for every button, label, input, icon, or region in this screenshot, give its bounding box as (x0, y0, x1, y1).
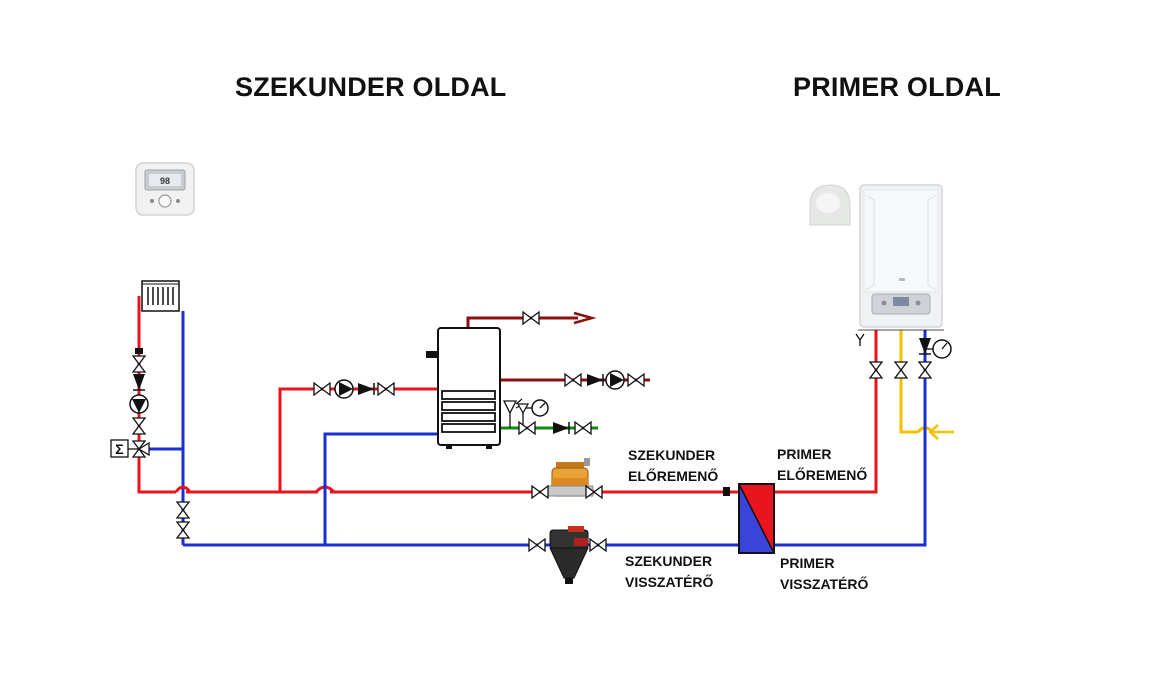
mixing-valve: Σ (110, 439, 150, 458)
radiator-valve-1[interactable] (132, 355, 146, 373)
bypass-valve-2[interactable] (176, 521, 190, 539)
primary-return-pipe (775, 330, 927, 547)
cold-water-check-valve (552, 421, 570, 435)
flow-isolation-valve-1[interactable] (531, 485, 549, 499)
dhw-tank (426, 327, 501, 449)
pressure-gauge-primary (925, 339, 952, 359)
tank-coil-return (323, 432, 438, 545)
secondary-return-label: SZEKUNDER VISSZATÉRŐ (625, 551, 713, 593)
return-isolation-valve-2[interactable] (589, 538, 607, 552)
plate-heat-exchanger (738, 483, 775, 554)
return-isolation-valve-1[interactable] (528, 538, 546, 552)
primary-return-valve[interactable] (918, 361, 932, 379)
primary-return-label-line1: PRIMER (780, 555, 835, 571)
primary-flow-label: PRIMER ELŐREMENŐ (777, 444, 867, 486)
tank-coil-valve-1[interactable] (313, 382, 331, 396)
dhw-outlet-pipe (466, 316, 578, 328)
gas-boiler (858, 184, 944, 331)
circulation-check-valve (586, 373, 604, 387)
radiator (141, 280, 180, 312)
flow-temperature-sensor (723, 487, 730, 496)
secondary-return-label-line1: SZEKUNDER (625, 553, 713, 569)
radiator-valve-2[interactable] (132, 417, 146, 435)
secondary-side-title: SZEKUNDER OLDAL (235, 72, 507, 102)
cold-water-valve-2[interactable] (574, 421, 592, 435)
primary-side-title: PRIMER OLDAL (793, 72, 1001, 102)
tank-coil-check-valve (357, 382, 375, 396)
gas-pipe (899, 330, 918, 434)
dhw-arrow (573, 311, 597, 325)
safety-valve (502, 398, 524, 428)
radiator-check-valve (132, 373, 146, 391)
bypass-valve-1[interactable] (176, 501, 190, 519)
tank-coil-flow (278, 387, 438, 492)
radiator-flow-pipe (137, 296, 176, 494)
primary-flow-pipe (775, 330, 878, 494)
circulation-valve-1[interactable] (564, 373, 582, 387)
pressure-gauge-tank (524, 399, 549, 417)
mixing-valve-symbol: Σ (115, 441, 123, 457)
radiator-air-vent (135, 348, 143, 354)
boiler-drain (855, 333, 865, 346)
cold-water-valve-1[interactable] (518, 421, 536, 435)
dirt-separator (549, 526, 589, 584)
tank-coil-pump (334, 379, 354, 399)
circulation-pump (605, 370, 625, 390)
primary-flow-valve[interactable] (869, 361, 883, 379)
crossover-1 (174, 485, 192, 493)
secondary-flow-label-line1: SZEKUNDER (628, 447, 716, 463)
svg-text:98: 98 (160, 176, 170, 186)
primary-flow-label-line1: PRIMER (777, 446, 832, 462)
secondary-flow-label: SZEKUNDER ELŐREMENŐ (628, 445, 718, 487)
outdoor-sensor (809, 184, 851, 226)
secondary-flow-label-line2: ELŐREMENŐ (628, 468, 719, 484)
flow-isolation-valve-2[interactable] (585, 485, 603, 499)
radiator-pump (129, 394, 149, 414)
primary-check-valve (918, 337, 932, 355)
tank-coil-valve-2[interactable] (377, 382, 395, 396)
secondary-return-label-line2: VISSZATÉRŐ (625, 574, 714, 590)
circulation-valve-2[interactable] (627, 373, 645, 387)
primary-return-label-line2: VISSZATÉRŐ (780, 576, 869, 592)
primary-return-label: PRIMER VISSZATÉRŐ (780, 553, 868, 595)
air-separator (546, 458, 594, 497)
dhw-outlet-valve[interactable] (522, 311, 540, 325)
room-thermostat: 98 (135, 162, 195, 216)
primary-flow-label-line2: ELŐREMENŐ (777, 467, 868, 483)
gas-inlet-arrow (928, 424, 954, 440)
gas-valve[interactable] (894, 361, 908, 379)
